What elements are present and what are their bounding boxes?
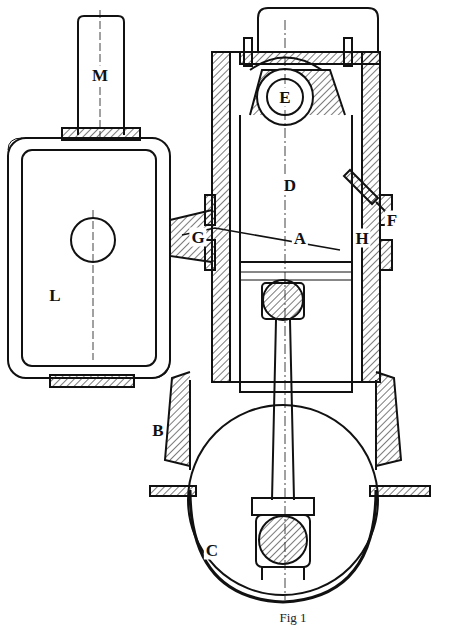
part-letter: E: [277, 88, 292, 107]
figure-caption: Fig 1: [279, 611, 306, 624]
part-letter: D: [282, 176, 298, 195]
part-letter: B: [150, 421, 165, 440]
part-letter: L: [47, 286, 62, 305]
part-letter: A: [292, 229, 308, 248]
part-letter: F: [385, 211, 399, 230]
part-letter: H: [353, 229, 370, 248]
part-letter: C: [204, 541, 220, 560]
part-letter: G: [189, 228, 206, 247]
part-letter: M: [90, 66, 110, 85]
